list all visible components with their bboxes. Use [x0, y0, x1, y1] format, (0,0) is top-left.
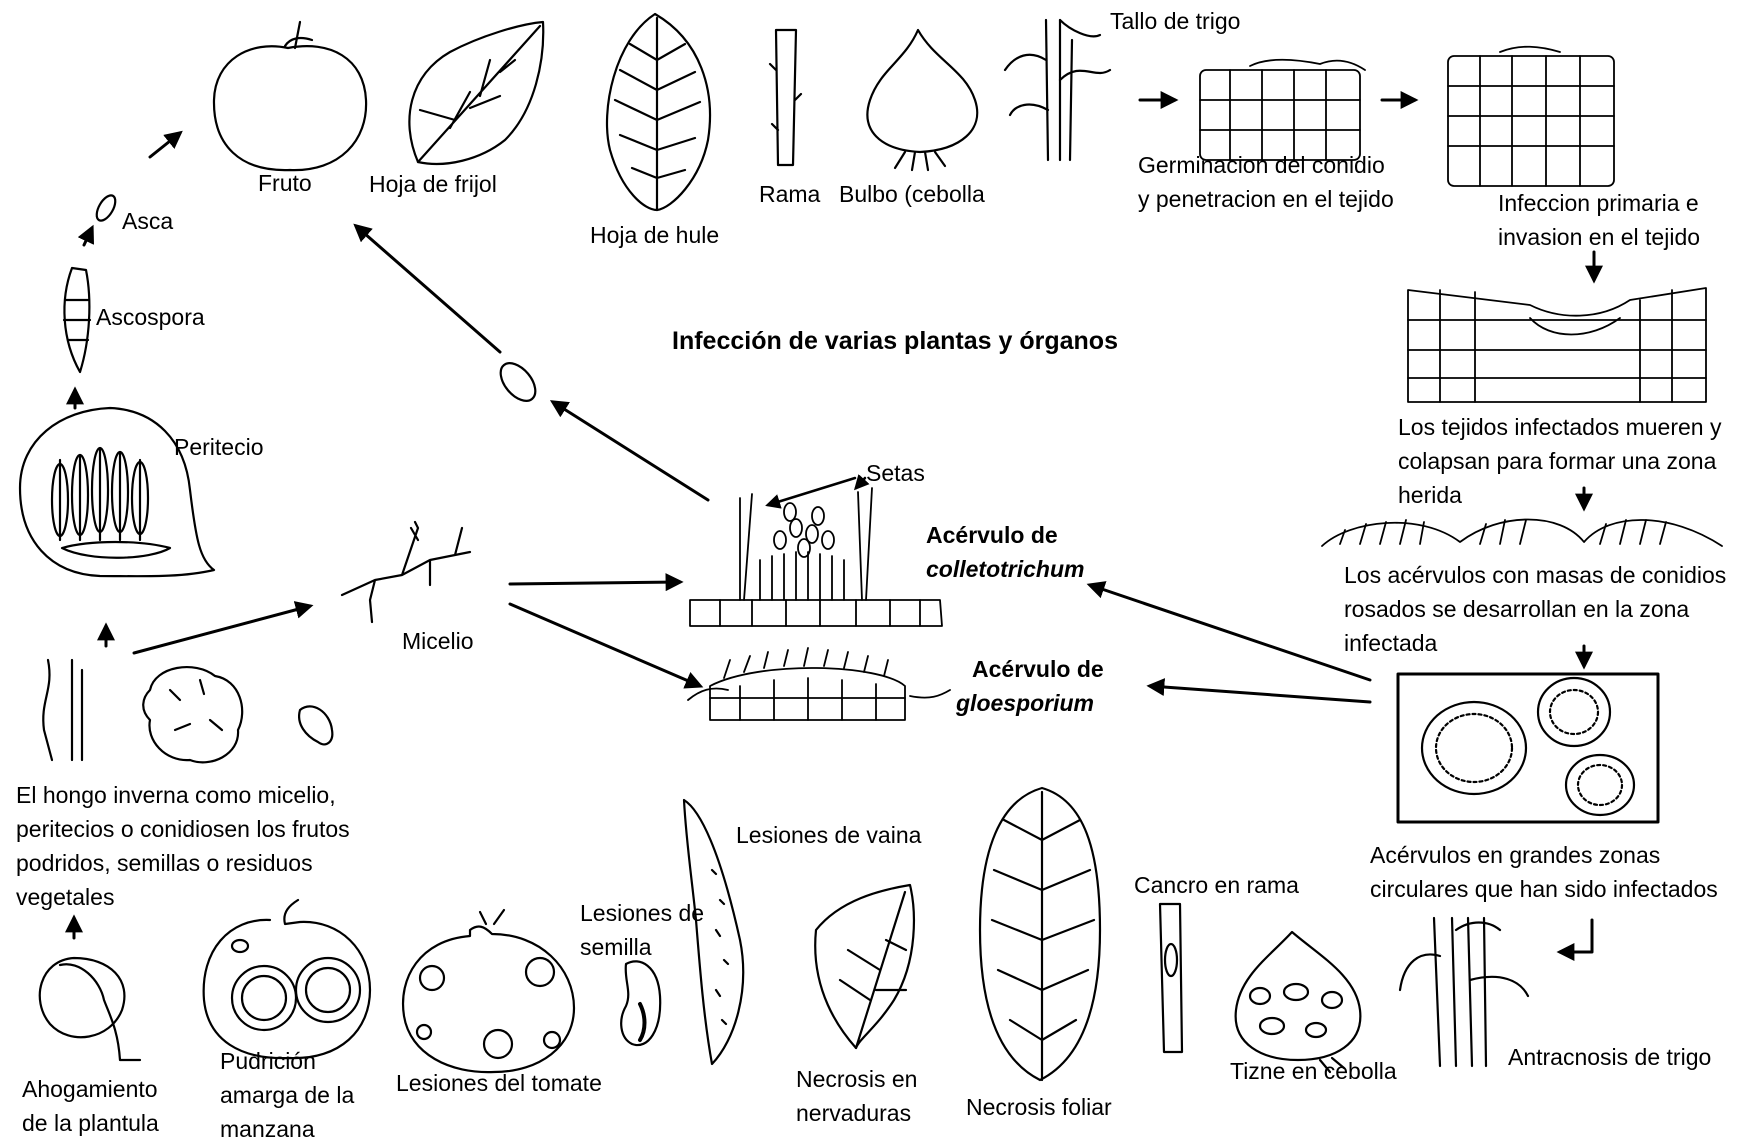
- label-bulbo: Bulbo (cebolla: [839, 177, 985, 211]
- label-tallo-trigo: Tallo de trigo: [1110, 4, 1240, 38]
- bean-leaf-drawing: [409, 22, 543, 164]
- gloesporium-prefix: Acérvulo de: [972, 652, 1104, 686]
- label-foliar: Necrosis foliar: [966, 1090, 1112, 1124]
- acervuli-mounds-drawing: [1322, 520, 1722, 547]
- label-acervulo-gloesporium: Acérvulo de gloesporium: [972, 652, 1104, 720]
- seedling-drawing: [40, 958, 140, 1060]
- seed-drawing: [299, 706, 332, 744]
- label-tizne: Tizne en cebolla: [1230, 1054, 1397, 1088]
- colletotrichum-acervulus-drawing: [690, 488, 942, 626]
- circular-lesions-box: [1398, 674, 1658, 822]
- overwintering-stem-drawing: [43, 660, 82, 760]
- label-inverna: El hongo inverna como micelio, peritecio…: [16, 778, 350, 914]
- label-tomate: Lesiones del tomate: [396, 1066, 602, 1100]
- label-asca: Asca: [122, 204, 173, 238]
- ascus-drawing: [93, 192, 119, 223]
- tomato-lesions-drawing: [403, 910, 574, 1072]
- foliar-necrosis-leaf-drawing: [980, 788, 1100, 1080]
- fruit-drawing: [214, 22, 366, 170]
- conidium-drawing: [494, 357, 542, 407]
- label-infeccion-primaria: Infeccion primaria e invasion en el teji…: [1498, 186, 1700, 254]
- branch-drawing: [770, 30, 801, 165]
- label-vaina: Lesiones de vaina: [736, 818, 921, 852]
- germination-tissue-drawing: [1200, 60, 1365, 160]
- collapsed-tissue-drawing: [1408, 288, 1706, 402]
- wheat-stem-drawing: [1005, 20, 1110, 160]
- vein-necrosis-leaf-drawing: [815, 885, 914, 1048]
- label-cancro: Cancro en rama: [1134, 868, 1299, 902]
- rotten-fruit-drawing: [143, 667, 242, 762]
- label-acervulos-masas: Los acérvulos con masas de conidios rosa…: [1344, 558, 1726, 660]
- label-antracnosis: Antracnosis de trigo: [1508, 1040, 1711, 1074]
- branch-canker-drawing: [1160, 904, 1182, 1052]
- label-nervaduras: Necrosis en nervaduras: [796, 1062, 917, 1130]
- seed-lesion-drawing: [621, 961, 660, 1045]
- label-germinacion: Germinacion del conidio y penetracion en…: [1138, 148, 1394, 216]
- label-fruto: Fruto: [258, 166, 312, 200]
- label-peritecio: Peritecio: [174, 430, 263, 464]
- label-ascospora: Ascospora: [96, 300, 205, 334]
- label-tejidos-mueren: Los tejidos infectados mueren y colapsan…: [1398, 410, 1721, 512]
- label-ahogamiento: Ahogamiento de la plantula: [22, 1072, 159, 1140]
- onion-smudge-drawing: [1236, 932, 1361, 1072]
- label-pudricion: Pudrición amarga de la manzana: [220, 1044, 354, 1146]
- label-semilla: Lesiones de semilla: [580, 896, 704, 964]
- gloesporium-acervulus-drawing: [688, 648, 950, 720]
- label-acervulos-zonas: Acérvulos en grandes zonas circulares qu…: [1370, 838, 1718, 906]
- mycelium-drawing: [342, 522, 470, 622]
- label-micelio: Micelio: [402, 624, 474, 658]
- diagram-title: Infección de varias plantas y órganos: [672, 324, 1118, 358]
- label-acervulo-colletotrichum: Acérvulo de colletotrichum: [926, 518, 1084, 586]
- onion-bulb-drawing: [867, 30, 977, 170]
- label-hoja-hule: Hoja de hule: [590, 218, 719, 252]
- bitter-rot-apple-drawing: [204, 900, 370, 1058]
- label-setas: Setas: [866, 456, 925, 490]
- label-hoja-frijol: Hoja de frijol: [369, 167, 497, 201]
- primary-infection-tissue-drawing: [1448, 47, 1614, 186]
- ascospore-drawing: [64, 268, 90, 372]
- label-rama: Rama: [759, 177, 820, 211]
- rubber-leaf-drawing: [607, 14, 710, 210]
